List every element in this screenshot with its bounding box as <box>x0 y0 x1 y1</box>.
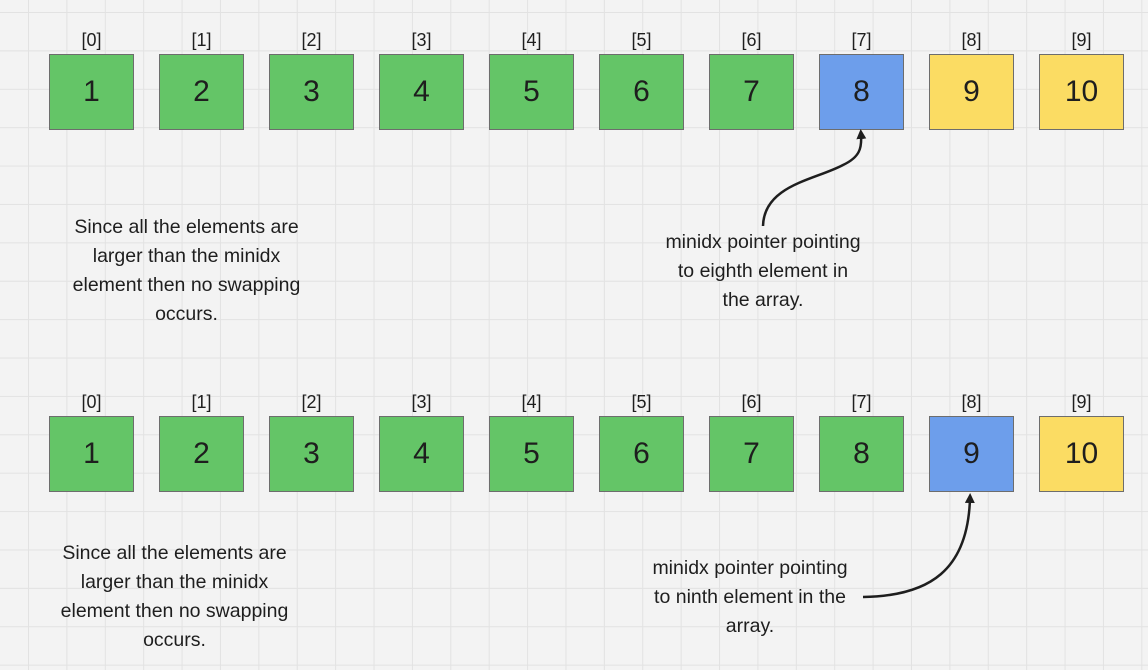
array-index: [8] <box>961 30 982 50</box>
array-index: [8] <box>961 392 982 412</box>
minidx-arrow-step-2 <box>862 493 975 599</box>
array-element: 4 <box>379 54 464 130</box>
array-index: [6] <box>741 392 762 412</box>
array-element: 1 <box>49 54 134 130</box>
array-index: [7] <box>851 30 872 50</box>
swap-note-step-1: Since all the elements are larger than t… <box>72 216 301 325</box>
array-index: [7] <box>851 392 872 412</box>
array-index: [3] <box>411 30 432 50</box>
array-index: [0] <box>81 30 102 50</box>
array-element: 5 <box>489 54 574 130</box>
array-index: [3] <box>411 392 432 412</box>
array-index: [6] <box>741 30 762 50</box>
array-row-step-1: [0] 1 [1] 2 [2] 3 [3] 4 [4] 5 [5] 6 [6] … <box>0 30 1148 170</box>
array-index: [9] <box>1071 392 1092 412</box>
array-element: 6 <box>599 416 684 492</box>
array-element: 5 <box>489 416 574 492</box>
array-element: 2 <box>159 54 244 130</box>
array-element: 1 <box>49 416 134 492</box>
array-index: [1] <box>191 30 212 50</box>
array-element: 10 <box>1039 54 1124 130</box>
array-element: 8 <box>819 416 904 492</box>
pointer-label-step-1: minidx pointer pointing to eighth elemen… <box>665 231 861 311</box>
array-element: 10 <box>1039 416 1124 492</box>
swap-note-step-2: Since all the elements are larger than t… <box>60 542 289 651</box>
array-index: [0] <box>81 392 102 412</box>
array-index: [2] <box>301 392 322 412</box>
minidx-arrow-step-1 <box>761 129 867 227</box>
array-index: [1] <box>191 392 212 412</box>
array-element: 6 <box>599 54 684 130</box>
array-row-step-2: [0] 1 [1] 2 [2] 3 [3] 4 [4] 5 [5] 6 [6] … <box>0 392 1148 532</box>
array-index: [2] <box>301 30 322 50</box>
array-index: [5] <box>631 392 652 412</box>
array-index: [4] <box>521 392 542 412</box>
array-element: 3 <box>269 416 354 492</box>
array-index: [9] <box>1071 30 1092 50</box>
array-element: 4 <box>379 416 464 492</box>
array-element-minidx: 9 <box>929 416 1014 492</box>
array-element: 7 <box>709 416 794 492</box>
array-element: 9 <box>929 54 1014 130</box>
pointer-label-step-2: minidx pointer pointing to ninth element… <box>652 557 848 637</box>
array-index: [5] <box>631 30 652 50</box>
array-element: 2 <box>159 416 244 492</box>
array-index: [4] <box>521 30 542 50</box>
array-element-minidx: 8 <box>819 54 904 130</box>
array-element: 3 <box>269 54 354 130</box>
array-element: 7 <box>709 54 794 130</box>
